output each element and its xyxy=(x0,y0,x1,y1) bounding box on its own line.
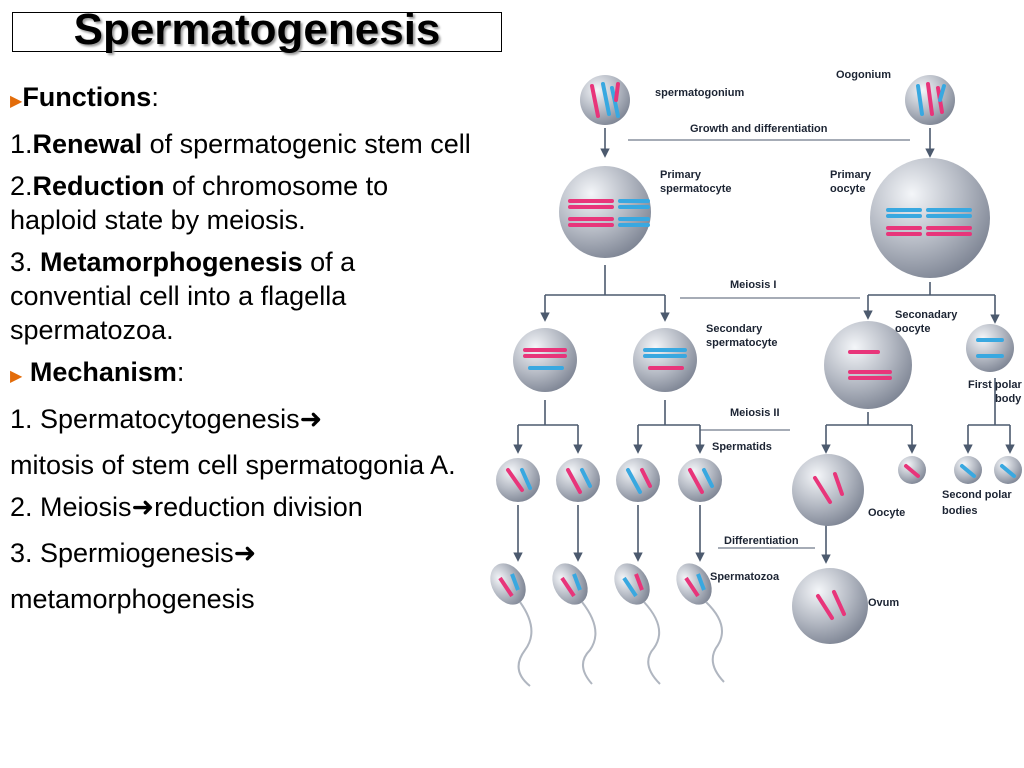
ovum-cell xyxy=(792,568,868,644)
cells xyxy=(496,75,1022,644)
arrow-right-icon: ➜ xyxy=(299,404,323,434)
label-secondary-spermatocyte-2: spermatocyte xyxy=(706,337,778,349)
label-oogonium: Oogonium xyxy=(836,69,891,81)
label-first-polar-body: First polar xyxy=(968,379,1023,391)
secondary-spermatocyte-cell xyxy=(513,328,577,392)
label-differentiation: Differentiation xyxy=(724,535,799,547)
spermatozoon xyxy=(676,563,725,683)
label-spermatids: Spermatids xyxy=(712,441,772,453)
spermatid-cell xyxy=(678,458,722,502)
triangle-bullet-icon: ▶ xyxy=(10,93,23,110)
spermatid-cell xyxy=(556,458,600,502)
title-frame xyxy=(12,12,502,52)
label-meiosis-2: Meiosis II xyxy=(730,407,780,419)
mechanism-item-2: 2. Meiosis➜reduction division xyxy=(10,492,363,522)
label-first-polar-body-2: body xyxy=(995,393,1022,405)
label-ovum: Ovum xyxy=(868,597,899,609)
spermatozoon xyxy=(490,563,533,687)
oocyte-cell xyxy=(792,454,864,526)
label-primary-oocyte-2: oocyte xyxy=(830,183,865,195)
connector-lines xyxy=(513,128,1015,564)
label-meiosis-1: Meiosis I xyxy=(730,279,776,291)
mechanism-item-1: 1. Spermatocytogenesis➜ xyxy=(10,404,323,434)
functions-heading: Functions xyxy=(22,82,152,112)
primary-spermatocyte-cell xyxy=(559,166,651,258)
function-item-2: 2.Reduction of chromosome to haploid sta… xyxy=(10,171,389,235)
label-second-polar-bodies: Second polar xyxy=(942,489,1012,501)
label-primary-spermatocyte-2: spermatocyte xyxy=(660,183,732,195)
page-title: Spermatogenesis xyxy=(73,5,441,54)
mechanism-item-3-detail: metamorphogenesis xyxy=(10,584,255,614)
spermatogenesis-oogenesis-diagram: spermatogonium Oogonium Growth and diffe… xyxy=(490,69,1023,687)
label-secondary-oocyte-2: oocyte xyxy=(895,323,930,335)
spermatozoa-group xyxy=(490,563,725,687)
label-spermatogonium: spermatogonium xyxy=(655,87,744,99)
functions-line: ▶Functions: xyxy=(10,82,159,112)
label-spermatozoa: Spermatozoa xyxy=(710,571,780,583)
arrow-right-icon: ➜ xyxy=(131,492,155,522)
mechanism-item-1-detail: mitosis of stem cell spermatogonia A. xyxy=(10,450,456,480)
label-growth: Growth and differentiation xyxy=(690,123,828,135)
triangle-bullet-icon: ▶ xyxy=(10,368,23,385)
function-item-3: 3. Metamorphogenesis of a convential cel… xyxy=(10,247,356,345)
text-column: ▶Functions: 1.Renewal of spermatogenic s… xyxy=(10,80,480,616)
label-primary-oocyte: Primary xyxy=(830,169,872,181)
first-polar-body-cell xyxy=(966,324,1014,372)
arrow-right-icon: ➜ xyxy=(233,538,257,568)
spermatid-cell xyxy=(496,458,540,502)
spermatozoon xyxy=(614,563,661,685)
chromosomes xyxy=(506,82,1016,620)
mechanism-heading: Mechanism xyxy=(29,357,177,387)
spermatozoon xyxy=(552,563,597,685)
secondary-oocyte-cell xyxy=(824,321,912,409)
label-secondary-spermatocyte: Secondary xyxy=(706,323,763,335)
mechanism-item-3: 3. Spermiogenesis➜ xyxy=(10,538,257,568)
label-oocyte: Oocyte xyxy=(868,507,905,519)
mechanism-line: ▶ Mechanism: xyxy=(10,357,185,387)
spermatid-cell xyxy=(616,458,660,502)
label-second-polar-bodies-2: bodies xyxy=(942,505,977,517)
function-item-1: 1.Renewal of spermatogenic stem cell xyxy=(10,129,471,159)
secondary-spermatocyte-cell xyxy=(633,328,697,392)
label-secondary-oocyte: Seconadary xyxy=(895,309,958,321)
label-primary-spermatocyte: Primary xyxy=(660,169,702,181)
